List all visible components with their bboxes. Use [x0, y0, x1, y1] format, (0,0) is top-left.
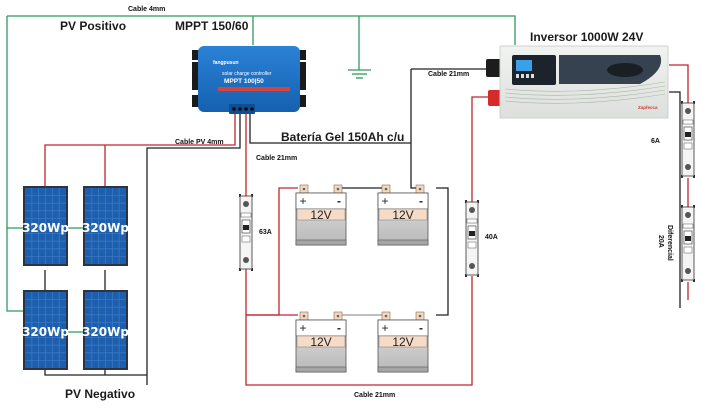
battery-minus-sign: - — [419, 194, 423, 208]
solar-panel: 320Wp — [82, 186, 129, 266]
mppt-terminal — [232, 107, 236, 111]
panel-label: 320Wp — [22, 325, 69, 339]
breaker-screw — [243, 257, 249, 263]
battery-minus-sign: - — [337, 194, 341, 208]
breaker-40a[interactable] — [465, 200, 479, 277]
label-cable-bottom: Cable 21mm — [354, 392, 395, 399]
battery: + -12V — [377, 311, 429, 373]
battery: + -12V — [377, 184, 429, 246]
label-cable-mppt-batt: Cable 21mm — [256, 155, 297, 162]
breaker-screw — [469, 263, 475, 269]
pv-positive-wire — [44, 113, 236, 186]
ground-wire-top — [7, 15, 516, 45]
battery-voltage: 12V — [392, 208, 413, 222]
breaker-screw — [685, 212, 691, 218]
breaker-screw — [685, 268, 691, 274]
label-pv-negative: PV Negativo — [65, 387, 135, 401]
label-mppt-title: MPPT 150/60 — [175, 19, 249, 33]
battery-plus-sign: + — [381, 321, 388, 335]
inverter-lcd — [516, 60, 532, 71]
battery-plus-sign: + — [299, 194, 306, 208]
battery-voltage: 12V — [310, 335, 331, 349]
battery-plus-sign: + — [299, 321, 306, 335]
label-breaker-63a: 63A — [259, 229, 272, 236]
label-differential-line2: 20A — [657, 235, 664, 248]
solar-panel: 320Wp — [22, 290, 69, 370]
label-differential-line1: Diferencial — [666, 225, 673, 261]
ground-wire-panel-top — [6, 16, 25, 229]
mppt-battery-negative-wire — [249, 113, 411, 144]
battery-negative-link — [436, 187, 449, 316]
mppt-terminal-block — [229, 104, 255, 114]
breaker-differential-20a[interactable] — [681, 205, 695, 282]
batteries: +-12V+-12V+-12V+-12V — [295, 184, 429, 373]
solar-panel: 320Wp — [82, 290, 129, 370]
battery-minus-sign: - — [337, 321, 341, 335]
inverter: Zapfecca — [486, 45, 669, 119]
label-pv-positive: PV Positivo — [60, 19, 126, 33]
inverter-badge — [607, 63, 643, 77]
label-cable-pv: Cable PV 4mm — [175, 139, 224, 146]
ac-neutral-wire — [669, 91, 681, 308]
battery-plus-sign: + — [381, 194, 388, 208]
label-breaker-40a: 40A — [485, 234, 498, 241]
label-cable-inverter: Cable 21mm — [428, 71, 469, 78]
label-breaker-differential: Diferencial 20A — [657, 225, 673, 261]
breaker-screw — [469, 207, 475, 213]
pv-negative-wire — [146, 113, 241, 385]
positive-wires — [44, 64, 689, 386]
breaker-screw — [243, 201, 249, 207]
solar-panel: 320Wp — [22, 186, 69, 266]
label-cable-top: Cable 4mm — [128, 6, 165, 13]
breaker-63a[interactable] — [239, 194, 253, 271]
mppt-stripe — [218, 87, 290, 91]
breaker-screw — [685, 108, 691, 114]
mppt-body — [198, 46, 300, 112]
mppt-model: MPPT 100|50 — [224, 78, 264, 85]
battery-inverter-bottom-wire — [245, 268, 473, 386]
ground-icon — [348, 69, 371, 79]
mppt-terminal — [238, 107, 242, 111]
battery: + -12V — [295, 311, 347, 373]
mppt-brand: fangpusun — [213, 60, 239, 66]
breakers — [239, 101, 695, 282]
panel-label: 320Wp — [82, 221, 129, 235]
battery-minus-sign: - — [419, 321, 423, 335]
ac-line-wire — [669, 64, 689, 103]
battery-voltage: 12V — [310, 208, 331, 222]
inverter-positive-wire — [471, 96, 490, 202]
breaker-6a[interactable] — [681, 101, 695, 178]
solar-panels: 320Wp 320Wp 320Wp 320Wp — [22, 186, 129, 370]
label-inverter-title: Inversor 1000W 24V — [530, 30, 643, 44]
label-battery-title: Batería Gel 150Ah c/u — [281, 130, 404, 144]
mppt-subtitle: solar charge controller — [222, 71, 272, 77]
panel-label: 320Wp — [22, 221, 69, 235]
mppt-terminal — [250, 107, 254, 111]
label-breaker-6a: 6A — [651, 138, 660, 145]
panel-label: 320Wp — [82, 325, 129, 339]
inverter-brand: Zapfecca — [638, 105, 658, 110]
inverter-negative-wire — [410, 69, 422, 189]
ground-wire-panel-bottom — [6, 228, 25, 312]
mppt-controller: fangpusun solar charge controller MPPT 1… — [192, 46, 306, 114]
battery-voltage: 12V — [392, 335, 413, 349]
battery-positive-link — [246, 187, 298, 316]
ground-wires — [6, 15, 516, 333]
mppt-terminal — [244, 107, 248, 111]
battery: + -12V — [295, 184, 347, 246]
negative-wires — [44, 68, 681, 385]
breaker-screw — [685, 164, 691, 170]
